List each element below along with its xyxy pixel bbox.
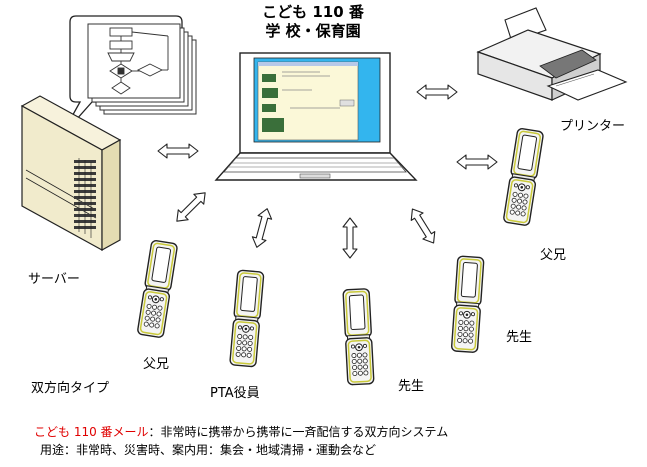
caption-line-2: 用途：非常時、災害時、案内用：集会・地域清掃・運動会など xyxy=(40,443,377,457)
title-line-2: 学 校・保育園 xyxy=(265,22,361,40)
parent-label-right: 父兄 xyxy=(540,248,567,263)
caption-line-1-text: ：非常時に携帯から携帯に一斉配信する双方向システム xyxy=(148,425,449,439)
double-arrow-icon xyxy=(405,204,441,248)
caption-line-1: こども 110 番メール：非常時に携帯から携帯に一斉配信する双方向システム xyxy=(34,423,448,440)
printer-label: プリンター xyxy=(560,119,626,134)
two-way-type-label: 双方向タイプ xyxy=(31,381,110,396)
caption-highlight: こども 110 番メール xyxy=(34,425,149,439)
double-arrow-icon xyxy=(456,154,498,170)
mobile-phone-icon xyxy=(450,255,485,354)
mobile-phone-icon xyxy=(502,127,545,227)
teacher-label-right: 先生 xyxy=(506,330,533,345)
double-arrow-icon xyxy=(416,84,458,100)
double-arrow-icon xyxy=(157,143,199,159)
parent-label-left: 父兄 xyxy=(143,357,170,372)
printer-icon xyxy=(476,7,628,101)
mobile-phone-icon xyxy=(342,287,375,386)
server-icon xyxy=(20,95,122,252)
mobile-phone-icon xyxy=(228,269,265,368)
double-arrow-icon xyxy=(249,206,275,250)
double-arrow-icon xyxy=(342,217,358,259)
double-arrow-icon xyxy=(171,187,211,227)
title-line-1: こども 110 番 xyxy=(262,3,364,21)
page-title: こども 110 番 学 校・保育園 xyxy=(258,3,368,41)
pta-label: PTA役員 xyxy=(210,386,260,401)
flowchart-document-icon xyxy=(59,15,197,139)
mobile-phone-icon xyxy=(136,239,179,339)
teacher-label-center: 先生 xyxy=(398,379,425,394)
laptop-icon xyxy=(214,52,418,181)
server-label: サーバー xyxy=(28,272,80,287)
